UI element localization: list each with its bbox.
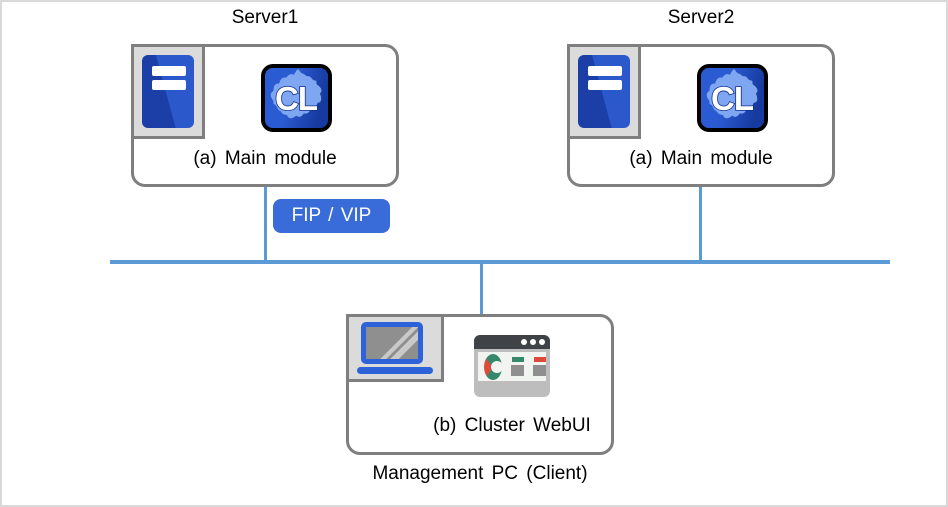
server-tower-icon — [142, 55, 194, 128]
chart-dash — [511, 357, 524, 362]
management-pc-connector — [480, 264, 483, 315]
cl-app-icon: CL — [697, 64, 768, 132]
server-slot-bar — [152, 80, 186, 90]
browser-titlebar — [474, 335, 550, 349]
server1-module-label: (a) Main module — [193, 148, 337, 169]
server1-title: Server1 — [231, 7, 299, 28]
cl-app-icon: CL — [261, 64, 332, 132]
server1-network-connector — [264, 187, 267, 260]
window-dot — [530, 339, 536, 345]
webui-module-label: (b) Cluster WebUI — [433, 415, 591, 436]
mini-chart-glyph — [511, 357, 524, 376]
server-tower-icon — [578, 55, 630, 128]
mini-chart-glyph — [533, 357, 546, 376]
server2-title: Server2 — [667, 7, 735, 28]
network-backbone-line — [110, 260, 890, 264]
window-dot — [539, 339, 545, 345]
laptop-base — [357, 367, 433, 374]
server-slot-bar — [588, 80, 622, 90]
server1-icon-frame — [131, 44, 205, 139]
donut-chart-glyph — [484, 353, 503, 380]
laptop-icon-frame — [346, 314, 444, 382]
cl-initials: CL — [275, 80, 318, 117]
laptop-screen — [361, 322, 423, 364]
chart-block — [511, 365, 524, 376]
server2-module-label: (a) Main module — [629, 148, 773, 169]
management-pc-caption: Management PC (Client) — [372, 463, 588, 484]
chart-dash — [533, 357, 546, 362]
server2-icon-frame — [567, 44, 641, 139]
fip-vip-badge: FIP / VIP — [273, 199, 390, 233]
window-dot — [521, 339, 527, 345]
splat-glyph — [706, 69, 758, 119]
browser-content-panel — [478, 352, 546, 381]
splat-glyph — [270, 69, 322, 119]
server-slot-bar — [152, 66, 186, 76]
browser-window-icon — [474, 335, 550, 397]
server2-network-connector — [699, 187, 702, 260]
cl-initials: CL — [711, 80, 754, 117]
chart-block — [533, 365, 546, 376]
server-slot-bar — [588, 66, 622, 76]
